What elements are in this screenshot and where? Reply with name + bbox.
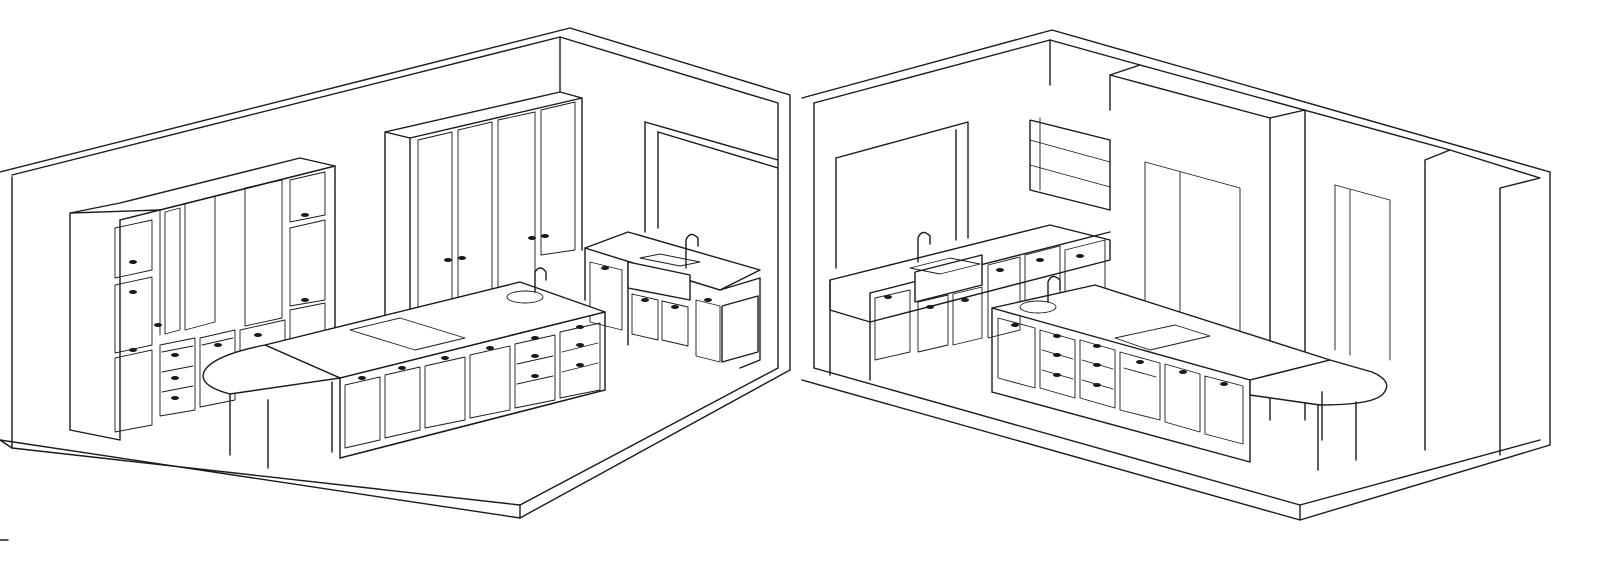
- right-room-shell: [801, 29, 1551, 521]
- right-window: [835, 121, 969, 269]
- left-sink-run: [584, 231, 761, 369]
- left-window: [644, 121, 779, 233]
- right-isometric-view: [801, 29, 1551, 521]
- left-tall-cabinets: [69, 157, 336, 441]
- left-pantry: [384, 91, 583, 316]
- left-isometric-view: [0, 27, 791, 519]
- right-open-shelf: [1029, 117, 1111, 211]
- left-room-shell: [0, 27, 791, 519]
- right-island: [991, 275, 1388, 471]
- right-wall-doors: [1144, 161, 1391, 361]
- left-island: [202, 267, 606, 469]
